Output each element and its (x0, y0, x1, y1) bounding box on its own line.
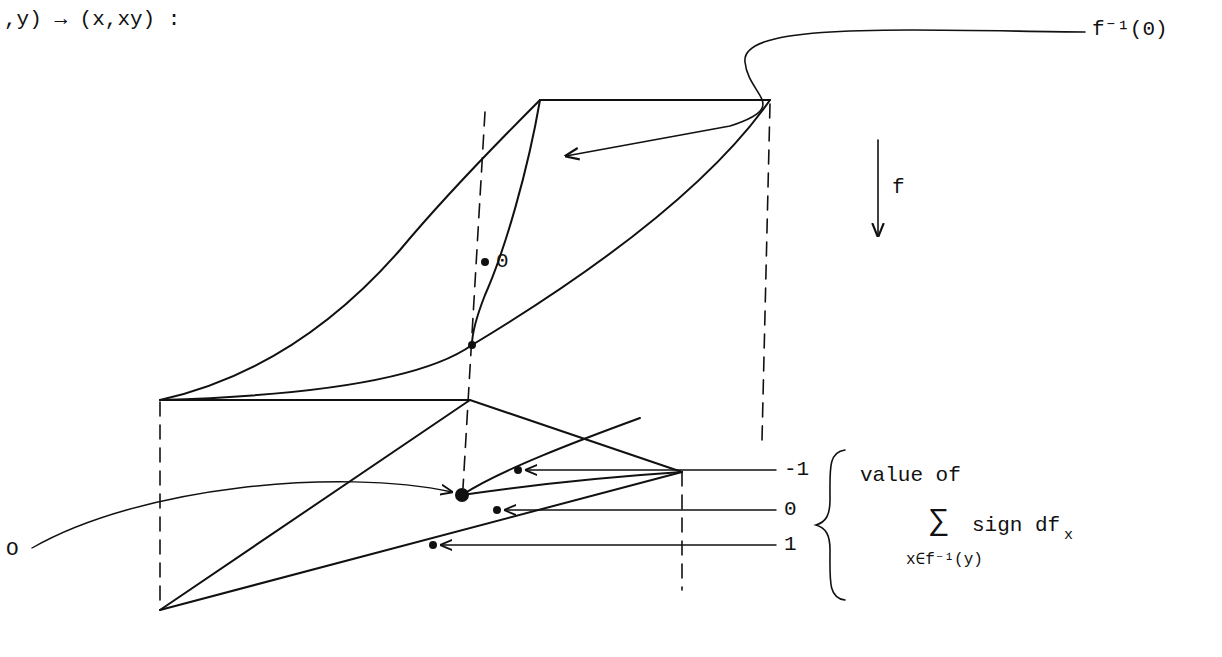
leader-arrow (566, 30, 1085, 156)
leader-arrow (32, 482, 452, 548)
map-formula: ,y) → (x,xy) : (4, 8, 180, 31)
leader-arrow (505, 509, 776, 510)
set-label: f⁻¹(0) (1092, 18, 1168, 41)
sum-symbol: ∑ (930, 505, 948, 538)
map-name: f (892, 176, 905, 199)
point-dot (515, 467, 521, 473)
map-arrow (877, 140, 879, 236)
brace (816, 450, 845, 600)
leader-arrow (441, 544, 776, 545)
note-text: sign df (972, 514, 1060, 537)
leader-arrow (526, 469, 776, 470)
note-text: value of (860, 464, 961, 487)
point-dot (430, 542, 436, 548)
base-diagonal (160, 472, 682, 610)
point-value: 0 (496, 250, 509, 273)
point-dot (482, 259, 488, 265)
point-dot (469, 342, 475, 348)
base-edge (160, 400, 682, 472)
fold-image-curve (462, 418, 682, 495)
projection-line (463, 112, 485, 488)
degree-value: -1 (784, 458, 809, 481)
point-dot (494, 507, 500, 513)
origin-dot (456, 489, 468, 501)
sheet-back-edge (540, 99, 770, 101)
base-diagonal (160, 400, 470, 610)
subscript: x (1064, 528, 1073, 545)
projection-line (762, 104, 770, 440)
degree-value: 1 (784, 533, 797, 556)
sheet-front-edge (160, 100, 770, 400)
degree-value: 0 (784, 498, 797, 521)
projection-line (159, 402, 161, 608)
sum-index: x∈f⁻¹(y) (906, 552, 983, 570)
projection-line (681, 472, 683, 590)
origin-label: O (6, 538, 19, 561)
